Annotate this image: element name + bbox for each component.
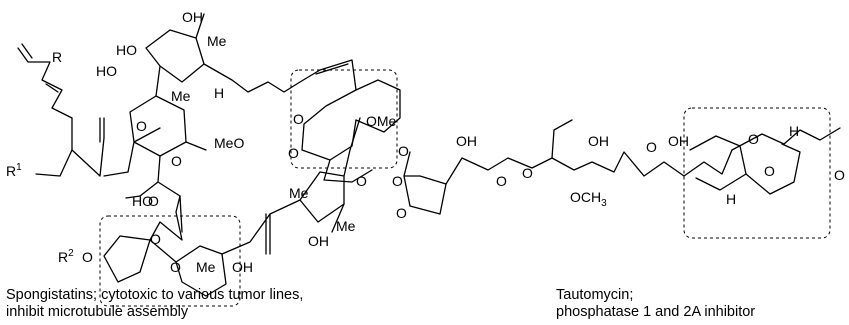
label-ho-low: HO [132, 193, 153, 209]
left-skeleton [17, 13, 401, 297]
label-r1: R1 [6, 162, 22, 179]
label-oh-bottom: OH [232, 259, 253, 275]
label-r: R [52, 49, 62, 65]
label-oh-right: OH [308, 233, 329, 249]
label-r2: R2 [58, 248, 74, 265]
label-ho-mid: HO [96, 63, 117, 79]
caption-right-line1: Tautomycin; [556, 287, 634, 303]
caption-tautomycin: Tautomycin; phosphatase 1 and 2A inhibit… [556, 287, 846, 321]
caption-left-line1: Spongistatins; cytotoxic to various tumo… [6, 287, 304, 303]
label-o-anh-top: O [398, 143, 409, 159]
label-o-anh-bottom: O [396, 205, 407, 221]
label-h-a: H [726, 191, 736, 207]
label-o-ester-c: O [496, 173, 507, 189]
left-boxes [99, 69, 398, 307]
label-o-ring1: O [136, 118, 147, 134]
label-o-end: O [834, 167, 845, 183]
label-o-carbonyl: O [148, 193, 159, 209]
label-ome-right: OMe [366, 113, 397, 129]
label-o-ketone: O [646, 139, 657, 155]
label-o-spiro-b: O [764, 163, 775, 179]
label-me-bottom: Me [196, 259, 216, 275]
label-meo-left: MeO [214, 135, 244, 151]
right-skeleton [403, 119, 841, 215]
label-oh-top: OH [182, 9, 203, 25]
label-o-spiro-c: O [150, 231, 161, 247]
label-ho-upper: HO [116, 42, 137, 58]
caption-right-line2: phosphatase 1 and 2A inhibitor [556, 304, 756, 320]
label-o-anh-ring: O [392, 173, 403, 189]
right-box [683, 107, 831, 239]
label-o-spiro-a: O [748, 131, 759, 147]
label-o-spiro-d: O [170, 259, 181, 275]
label-oh-2: OH [588, 133, 609, 149]
label-ketone-o: O [356, 173, 367, 189]
label-o-ester: O [522, 165, 533, 181]
label-h-top: H [214, 85, 224, 101]
label-o-spiro-a: O [293, 111, 304, 127]
label-och3: OCH3 [570, 189, 607, 209]
label-me-right1: Me [289, 185, 309, 201]
label-oh-1: OH [456, 133, 477, 149]
caption-left-line2: inhibit microtubule assembly [6, 304, 189, 320]
label-o-r2: O [82, 249, 93, 265]
caption-spongistatins: Spongistatins; cytotoxic to various tumo… [6, 287, 426, 321]
label-me-right2: Me [336, 218, 356, 234]
label-me-top: Me [207, 33, 227, 49]
label-o-ester: O [171, 153, 182, 169]
label-me-mid: Me [171, 88, 191, 104]
label-h-b: H [789, 123, 799, 139]
label-oh-3: OH [668, 133, 689, 149]
label-o-spiro-b: O [288, 145, 299, 161]
